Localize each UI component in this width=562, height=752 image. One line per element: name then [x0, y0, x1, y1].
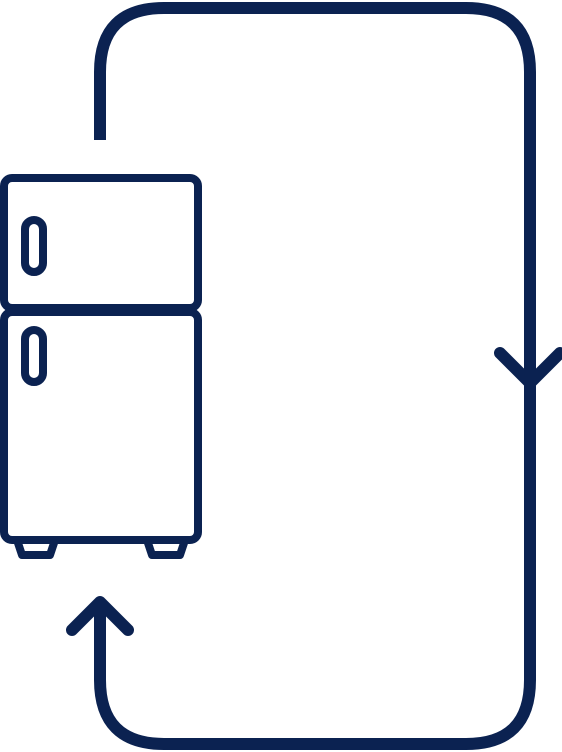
refrigerator-icon — [0, 174, 202, 559]
fridge-door — [0, 308, 202, 544]
cycle-loop-arrow-icon — [66, 2, 562, 750]
right-foot — [144, 539, 188, 559]
freezer-handle — [21, 216, 47, 276]
freezer-door — [0, 174, 202, 312]
loop-path — [94, 2, 536, 750]
left-foot — [14, 539, 58, 559]
up-arrowhead-icon — [66, 596, 134, 636]
down-arrowhead-icon — [494, 347, 562, 389]
fridge-handle — [21, 326, 47, 386]
